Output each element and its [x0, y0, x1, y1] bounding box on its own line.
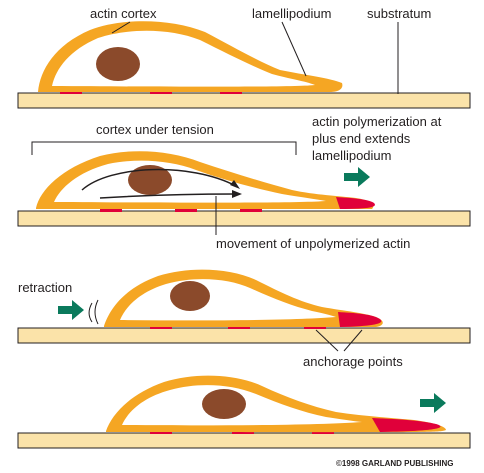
- panel-3: [18, 270, 470, 343]
- panel-2: [18, 151, 470, 226]
- leader-lamellipodium: [282, 22, 306, 76]
- substratum-bar-3: [18, 328, 470, 343]
- label-actin-cortex: actin cortex: [90, 6, 157, 21]
- protrusion-arrow-2: [344, 167, 370, 187]
- substratum-bar-1: [18, 93, 470, 108]
- label-movement-unpolymerized: movement of unpolymerized actin: [216, 236, 410, 251]
- label-retraction: retraction: [18, 280, 72, 295]
- label-lamellipodium: lamellipodium: [252, 6, 331, 21]
- label-anchorage-points: anchorage points: [303, 354, 403, 369]
- retraction-arrow: [58, 300, 84, 320]
- polymerizing-actin-2: [336, 197, 375, 209]
- nucleus-1: [96, 47, 140, 81]
- label-actin-polymerization-3: lamellipodium: [312, 148, 391, 163]
- label-substratum: substratum: [367, 6, 431, 21]
- panel-4: [18, 376, 470, 448]
- nucleus-3: [170, 281, 210, 311]
- panel-1: [18, 21, 470, 108]
- label-actin-polymerization-2: plus end extends: [312, 131, 411, 146]
- substratum-bar-4: [18, 433, 470, 448]
- protrusion-arrow-4: [420, 393, 446, 413]
- retraction-motion-line-2: [95, 300, 98, 324]
- label-actin-polymerization-1: actin polymerization at: [312, 114, 442, 129]
- substratum-bar-2: [18, 211, 470, 226]
- label-cortex-under-tension: cortex under tension: [96, 122, 214, 137]
- nucleus-4: [202, 389, 246, 419]
- retraction-motion-line-1: [89, 303, 92, 322]
- copyright: ©1998 GARLAND PUBLISHING: [336, 459, 453, 468]
